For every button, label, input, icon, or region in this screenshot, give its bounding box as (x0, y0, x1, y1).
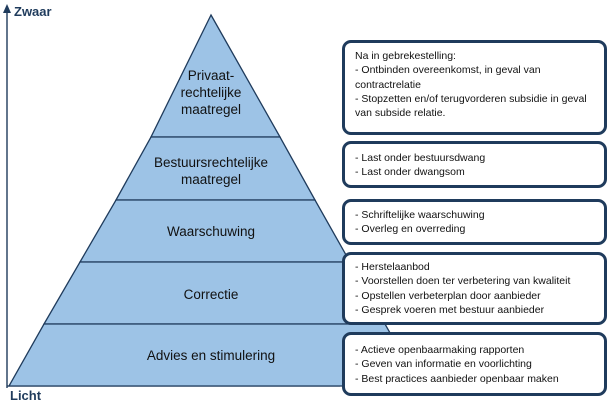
axis-bottom-label: Licht (10, 388, 42, 403)
list-item: - Best practices aanbieder openbaar make… (355, 372, 559, 385)
measures-list: - Ontbinden overeenkomst, in geval van c… (355, 63, 594, 120)
list-item: - Geven van informatie en voorlichting (355, 358, 532, 371)
list-item: - Voorstellen doen ter verbetering van k… (355, 275, 571, 288)
box-intro: Na in gebrekestelling: (355, 50, 456, 62)
list-item: - Last onder dwangsom (355, 166, 465, 179)
measures-list: - Actieve openbaarmaking rapporten - Gev… (355, 343, 594, 386)
list-item: - Herstelaanbod (355, 261, 430, 273)
axis-top-label: Zwaar (14, 4, 52, 19)
tier-label-advies: Advies en stimulering (146, 348, 276, 363)
list-item: - Opstellen verbeterplan door aanbieder (355, 289, 541, 302)
measures-list: - Herstelaanbod - Voorstellen doen ter v… (355, 260, 594, 317)
list-item: - Gesprek voeren met bestuur aanbieder (355, 303, 545, 316)
measures-box-advies: - Actieve openbaarmaking rapporten - Gev… (342, 332, 607, 396)
measures-box-correctie: - Herstelaanbod - Voorstellen doen ter v… (342, 252, 607, 325)
measures-box-privaatrechtelijk: Na in gebrekestelling: - Ontbinden overe… (342, 40, 607, 135)
tier-label-correctie: Correctie (183, 287, 239, 302)
measures-box-waarschuwing: - Schriftelijke waarschuwing - Overleg e… (342, 199, 607, 245)
measures-box-bestuursrechtelijk: - Last onder bestuursdwang - Last onder … (342, 141, 607, 188)
list-item: - Last onder bestuursdwang (355, 152, 486, 164)
list-item: - Overleg en overreding (355, 223, 466, 236)
tier-label-privaatrechtelijk: Privaat- rechtelijke maatregel (180, 68, 242, 117)
list-item: - Schriftelijke waarschuwing (355, 209, 485, 221)
list-item: - Actieve openbaarmaking rapporten (355, 344, 525, 356)
tier-label-waarschuwing: Waarschuwing (166, 224, 256, 239)
measures-list: - Last onder bestuursdwang - Last onder … (355, 151, 594, 180)
list-item: - Ontbinden overeenkomst, in geval van c… (355, 64, 541, 91)
tier-label-bestuursrechtelijk: Bestuursrechtelijke maatregel (153, 155, 269, 187)
list-item: - Stopzetten en/of terugvorderen subsidi… (355, 92, 587, 120)
axis-arrowhead (3, 4, 11, 13)
measures-list: - Schriftelijke waarschuwing - Overleg e… (355, 208, 594, 237)
